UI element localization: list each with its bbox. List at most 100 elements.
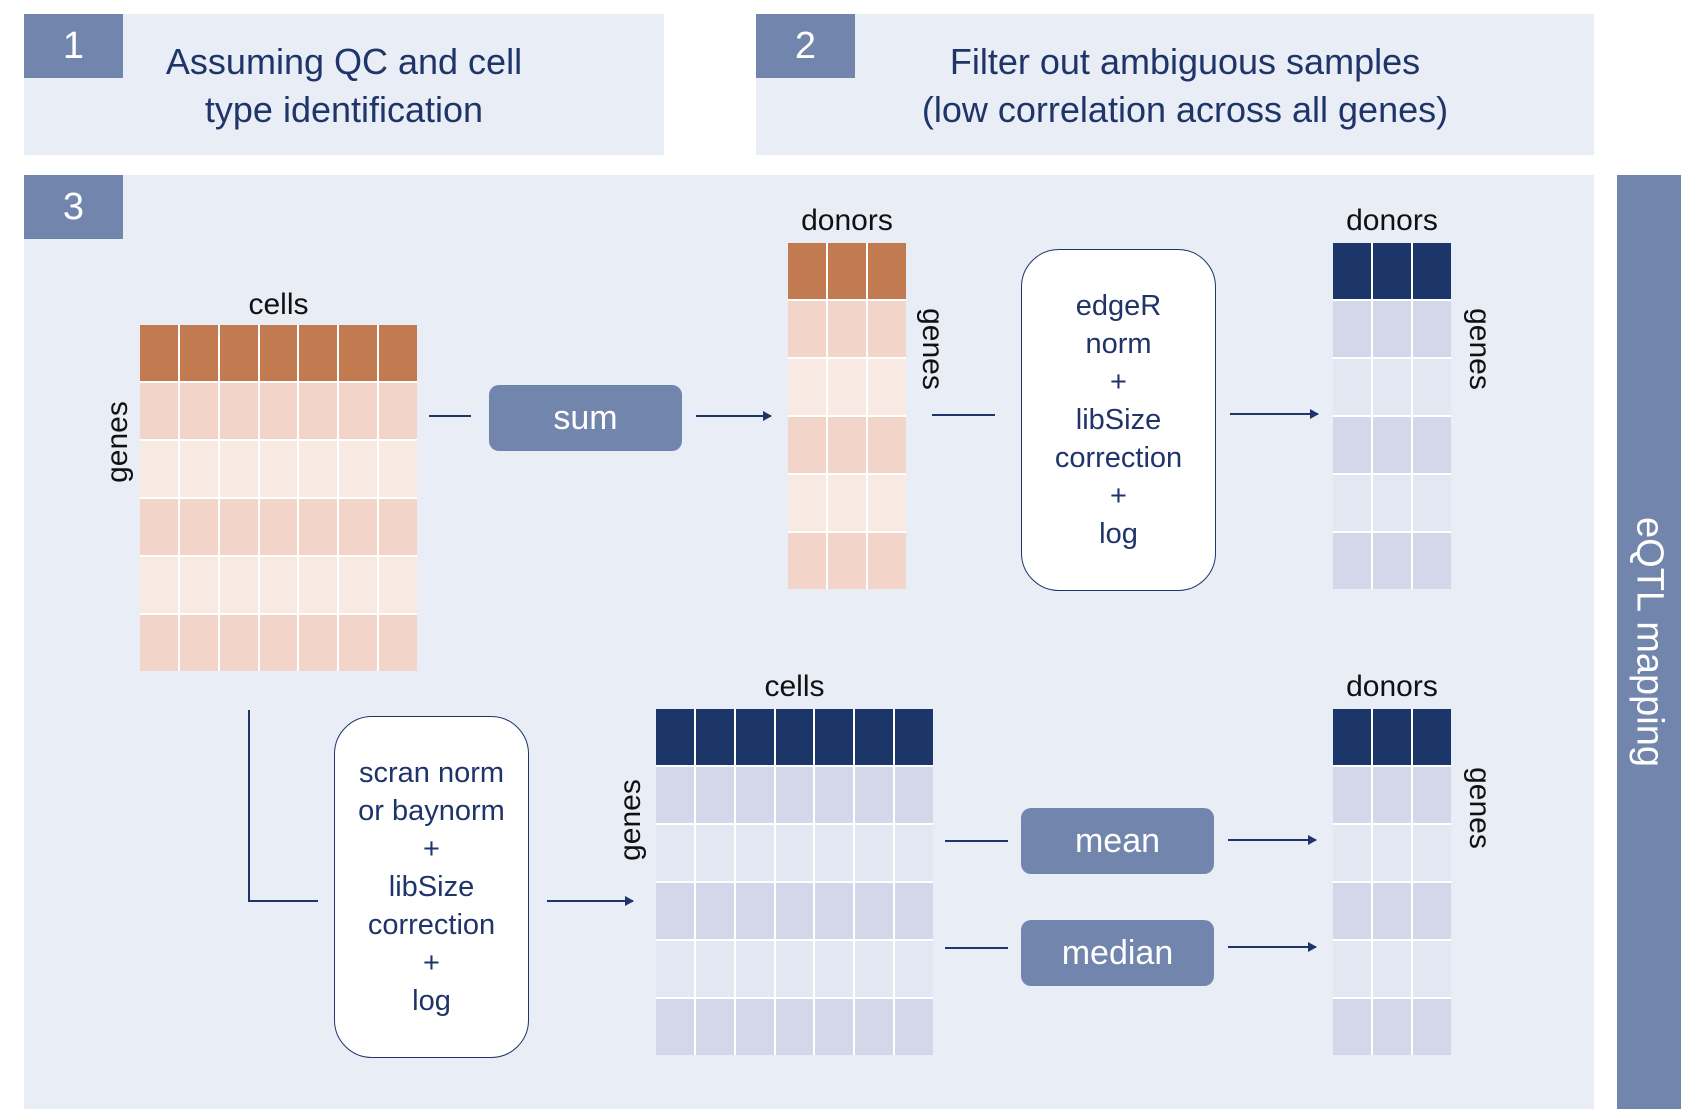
scran-line-7: log <box>412 985 451 1017</box>
matrix-cell <box>788 417 826 473</box>
matrix-cell <box>815 767 854 823</box>
matrix-cell <box>1413 825 1451 881</box>
matrix-header-cell <box>1333 243 1371 299</box>
matrix-cell <box>1373 533 1411 589</box>
matrix-cell <box>339 615 378 671</box>
matrix-cell <box>379 615 417 671</box>
matrix-header-cell <box>656 709 694 765</box>
scran-line-4: libSize <box>388 871 475 903</box>
edger-line-6: + <box>1110 480 1127 512</box>
matrix-header-cell <box>1333 709 1371 765</box>
matrix-cell <box>855 825 894 881</box>
matrix-d-cells-label: cells <box>764 670 825 703</box>
scran-line-2: or baynorm <box>358 795 505 827</box>
matrix-cell <box>339 383 378 439</box>
matrix-cell <box>299 615 338 671</box>
matrix-cell <box>179 615 218 671</box>
matrix-cell <box>855 883 894 939</box>
matrix-header-cell <box>140 325 178 381</box>
edger-norm-box: edgeR norm + libSize correction + log <box>1021 249 1216 591</box>
matrix-cell <box>1333 825 1371 881</box>
matrix-header-cell <box>828 243 866 299</box>
matrix-cell <box>1373 825 1411 881</box>
matrix-cell <box>219 499 258 555</box>
matrix-cell <box>735 999 774 1055</box>
matrix-cell <box>656 767 694 823</box>
step-1-text: Assuming QC and cell type identification <box>124 38 564 134</box>
step-1-line-1: Assuming QC and cell <box>165 41 523 82</box>
matrix-header-cell <box>299 325 338 381</box>
matrix-cell <box>1413 533 1451 589</box>
matrix-cell <box>259 557 298 613</box>
edger-line-5: correction <box>1054 442 1183 474</box>
matrix-cell <box>895 767 933 823</box>
matrix-cell <box>1333 359 1371 415</box>
matrix-header-cell <box>1413 709 1451 765</box>
matrix-header-cell <box>815 709 854 765</box>
matrix-cell <box>219 615 258 671</box>
matrix-header-cell <box>895 709 933 765</box>
eqtl-mapping-bar <box>1617 175 1681 1109</box>
matrix-cell <box>379 383 417 439</box>
edger-line-4: libSize <box>1075 404 1162 436</box>
matrix-cell <box>1333 999 1371 1055</box>
matrix-cell <box>775 767 814 823</box>
matrix-e-norm-donors <box>1333 709 1451 1055</box>
matrix-cell <box>1373 999 1411 1055</box>
matrix-cell <box>828 359 866 415</box>
matrix-cell <box>828 475 866 531</box>
matrix-cell <box>1333 475 1371 531</box>
matrix-header-cell <box>788 243 826 299</box>
matrix-cell <box>1413 359 1451 415</box>
matrix-cell <box>735 767 774 823</box>
matrix-cell <box>179 557 218 613</box>
matrix-cell <box>379 499 417 555</box>
matrix-cell <box>1413 999 1451 1055</box>
matrix-header-cell <box>339 325 378 381</box>
matrix-a-cells-label: cells <box>248 288 309 321</box>
step-1-line-2: type identification <box>204 89 484 130</box>
matrix-header-cell <box>855 709 894 765</box>
matrix-header-cell <box>179 325 218 381</box>
matrix-header-cell <box>1413 243 1451 299</box>
matrix-cell <box>1373 941 1411 997</box>
matrix-cell <box>1413 767 1451 823</box>
scran-line-3: + <box>423 833 440 865</box>
matrix-cell <box>868 417 906 473</box>
matrix-cell <box>775 999 814 1055</box>
matrix-cell <box>895 999 933 1055</box>
matrix-cell <box>735 883 774 939</box>
matrix-cell <box>339 499 378 555</box>
matrix-cell <box>1373 475 1411 531</box>
matrix-cell <box>219 441 258 497</box>
matrix-cell <box>775 941 814 997</box>
matrix-cell <box>1333 767 1371 823</box>
matrix-cell <box>815 825 854 881</box>
matrix-header-cell <box>219 325 258 381</box>
step-2-line-1: Filter out ambiguous samples <box>949 41 1421 82</box>
matrix-c-donors-label: donors <box>1346 204 1438 237</box>
matrix-cell <box>788 533 826 589</box>
matrix-cell <box>656 825 694 881</box>
matrix-cell <box>1333 883 1371 939</box>
matrix-cell <box>379 557 417 613</box>
matrix-header-cell <box>1373 709 1411 765</box>
matrix-b-raw-donors <box>788 243 906 589</box>
matrix-cell <box>1413 417 1451 473</box>
matrix-cell <box>379 441 417 497</box>
matrix-cell <box>695 767 734 823</box>
scran-line-1: scran norm <box>358 757 505 789</box>
matrix-cell <box>140 615 178 671</box>
matrix-cell <box>1333 417 1371 473</box>
sum-operation: sum <box>489 385 682 451</box>
matrix-d-genes-label: genes <box>614 779 647 861</box>
matrix-cell <box>140 557 178 613</box>
matrix-cell <box>1373 417 1411 473</box>
matrix-cell <box>1373 359 1411 415</box>
matrix-cell <box>828 533 866 589</box>
scran-line-5: correction <box>367 909 496 941</box>
matrix-a-genes-label: genes <box>101 401 134 483</box>
matrix-cell <box>828 301 866 357</box>
elbow-matrix-to-scran <box>248 710 318 902</box>
matrix-cell <box>299 383 338 439</box>
